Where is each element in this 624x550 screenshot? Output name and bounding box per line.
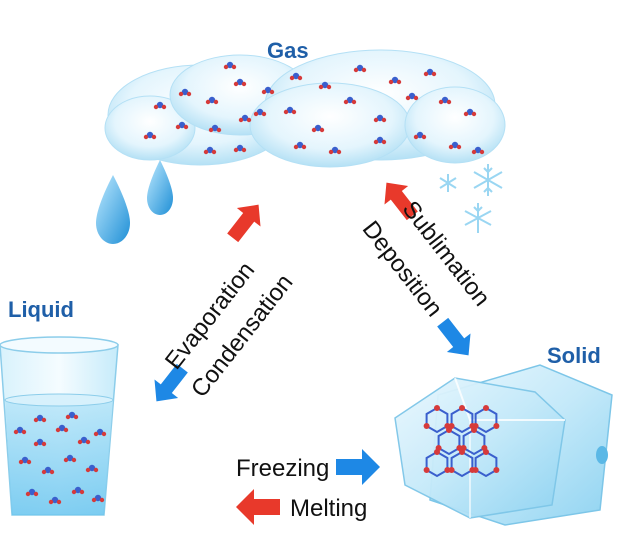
molecule-icon [343,96,357,105]
lattice-atom [434,405,440,411]
lattice-hexagon [450,450,474,478]
molecule-icon [65,411,79,420]
lattice-hexagon [425,406,449,434]
lattice-atom [493,423,500,429]
molecule-icon [223,61,237,70]
molecule-icon [143,131,157,140]
lattice-atom [493,467,500,473]
molecule-icon [175,121,189,130]
molecule-icon [238,114,252,123]
molecule-icon [25,488,39,497]
lattice-atom [448,467,455,473]
molecule-icon [233,144,247,153]
lattice-atom [423,423,430,429]
molecule-icon [311,124,325,133]
molecule-icon [93,428,107,437]
lattice-atom [446,427,452,433]
lattice-atom [444,467,451,473]
molecule-icon [373,136,387,145]
lattice-hexagon [462,428,486,456]
state-label-solid: Solid [547,343,601,368]
molecule-icon [77,436,91,445]
lattice-hexagon [474,406,498,434]
lattice-hexagon [437,428,461,456]
molecule-icon [233,78,247,87]
molecule-icon [178,88,192,97]
solid-molecule-lattice [423,405,500,478]
molecule-icon [33,438,47,447]
lattice-atom [472,467,479,473]
molecule-icon [471,146,485,155]
molecule-icon [423,68,437,77]
molecule-icon [293,141,307,150]
ice-cube-icon [394,364,613,526]
snowflake-icon [439,164,503,233]
molecule-icon [353,64,367,73]
molecule-icon [388,76,402,85]
molecule-icon [208,124,222,133]
evaporation-arrow [227,204,261,243]
state-label-gas: Gas [267,38,309,63]
lattice-atom [472,423,479,429]
molecule-icon [33,414,47,423]
molecule-icon [48,496,62,505]
lattice-atom [459,449,465,455]
lattice-atom [423,467,430,473]
lattice-hexagon [474,450,498,478]
molecule-icon [63,454,77,463]
molecule-icon [203,146,217,155]
process-label-freezing: Freezing [236,455,330,482]
lattice-hexagon [425,450,449,478]
molecule-icon [153,101,167,110]
molecule-icon [328,146,342,155]
molecule-icon [85,464,99,473]
molecule-icon [253,108,267,117]
deposition-arrow [437,317,471,356]
molecule-icon [463,108,477,117]
lattice-atom [483,449,489,455]
liquid-molecules [13,411,107,505]
water-drop-icon [147,160,173,215]
molecule-icon [405,92,419,101]
lattice-atom [459,405,465,411]
molecule-icon [289,72,303,81]
molecule-icon [91,494,105,503]
molecule-icon [55,424,69,433]
molecule-icon [283,106,297,115]
molecule-icon [205,96,219,105]
melting-arrow [236,489,280,525]
lattice-atom [434,449,440,455]
molecule-icon [41,466,55,475]
molecule-icon [448,141,462,150]
lattice-atom [483,405,489,411]
molecule-icon [71,486,85,495]
molecule-icon [13,426,27,435]
water-drop-icon [96,175,130,244]
molecule-icon [438,96,452,105]
molecule-icon [373,114,387,123]
process-label-melting: Melting [290,495,368,522]
sublimation-arrow [384,182,418,221]
molecule-icon [18,456,32,465]
molecule-icon [261,86,275,95]
freezing-arrow [336,449,380,485]
condensation-arrow [154,363,188,402]
molecule-icon [413,131,427,140]
glass-of-water-icon [0,336,119,516]
gas-molecules [143,61,485,155]
cloud-icon [104,49,506,168]
lattice-hexagon [450,406,474,434]
state-label-liquid: Liquid [8,297,74,322]
molecule-icon [318,81,332,90]
